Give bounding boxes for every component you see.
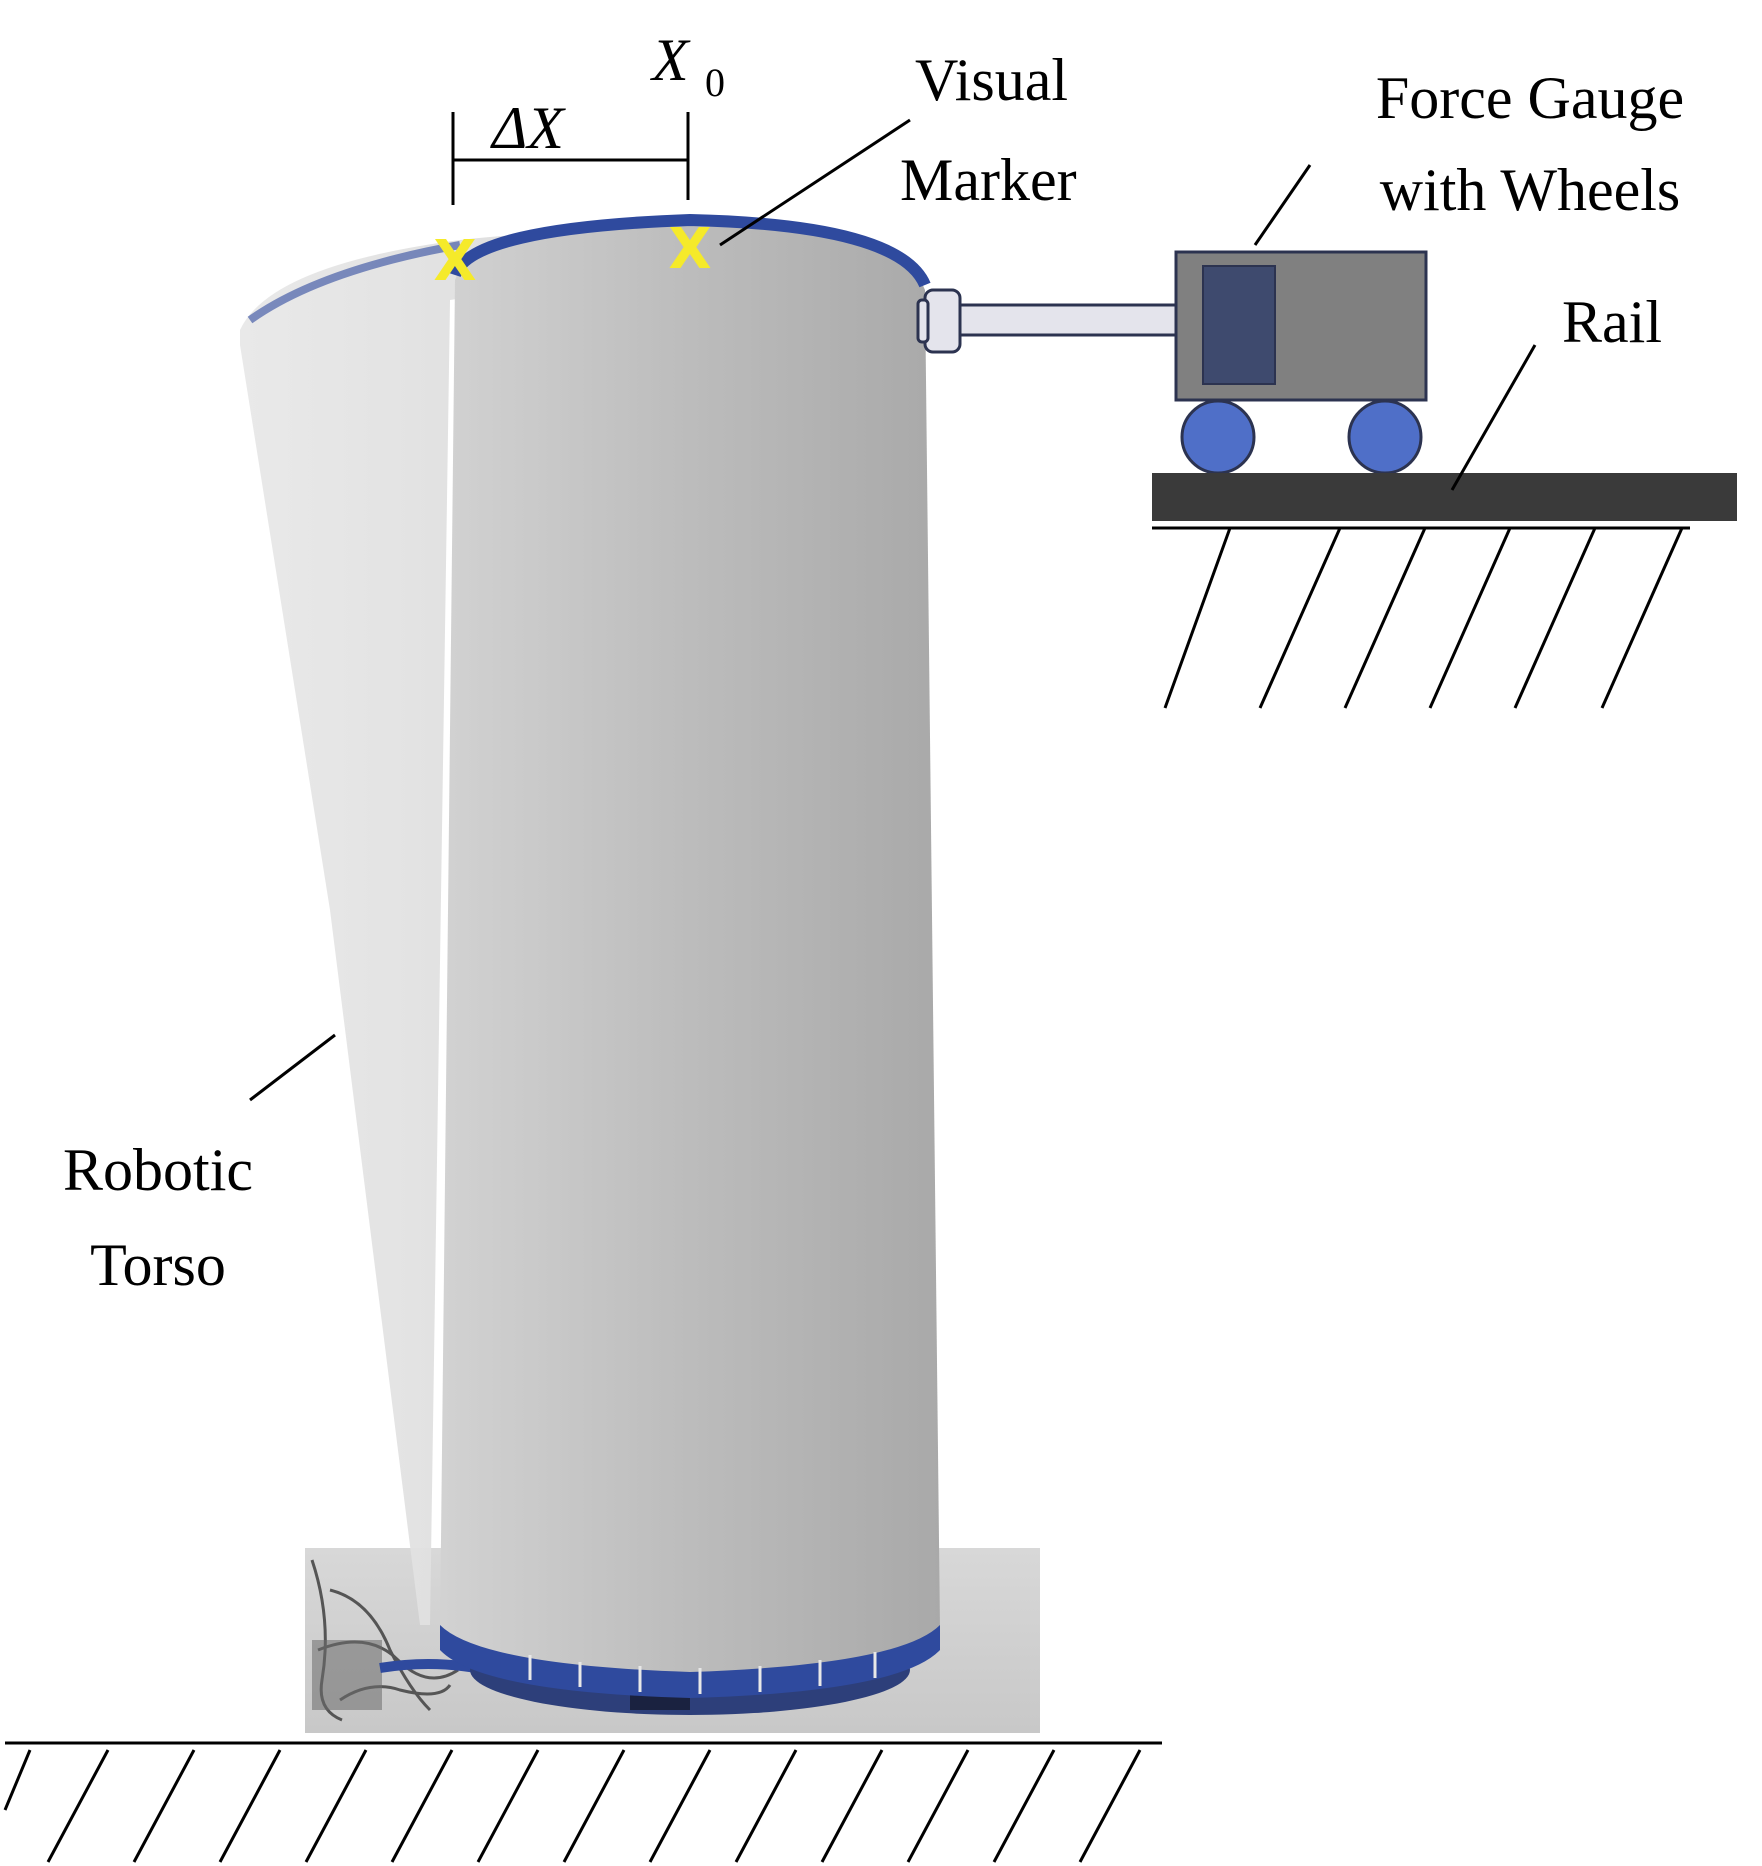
main-ground — [5, 1743, 1162, 1862]
force-gauge-leader — [1255, 165, 1310, 245]
robotic-torso-label-line2: Torso — [90, 1232, 226, 1298]
push-rod-tip-cap — [918, 300, 928, 342]
visual-marker: X — [668, 217, 711, 282]
push-rod — [960, 305, 1180, 335]
svg-text:0: 0 — [705, 60, 725, 105]
rear-wheel — [1349, 401, 1421, 473]
ghost-visual-marker: X — [433, 229, 476, 294]
rail-label: Rail — [1562, 289, 1662, 355]
base-electronics — [312, 1640, 382, 1710]
svg-text:X: X — [650, 27, 691, 93]
push-rod-tip — [925, 290, 960, 352]
rail-leader — [1452, 345, 1535, 490]
front-wheel — [1182, 401, 1254, 473]
force-gauge-display — [1203, 266, 1275, 384]
robotic-torso-label-line1: Robotic — [63, 1137, 253, 1203]
force-gauge-label-line2: with Wheels — [1380, 157, 1681, 223]
force-gauge-label-line1: Force Gauge — [1376, 65, 1684, 131]
rail-ground — [1152, 528, 1690, 708]
delta-x-dimension — [453, 112, 688, 205]
visual-marker-label-line1: Visual — [915, 47, 1068, 113]
rail — [1152, 473, 1737, 521]
x0-label: X 0 — [650, 27, 725, 105]
delta-x-label: ΔX — [490, 95, 566, 161]
visual-marker-label-line2: Marker — [900, 147, 1077, 213]
robotic-torso-leader — [250, 1035, 335, 1100]
main-torso — [440, 220, 940, 1690]
